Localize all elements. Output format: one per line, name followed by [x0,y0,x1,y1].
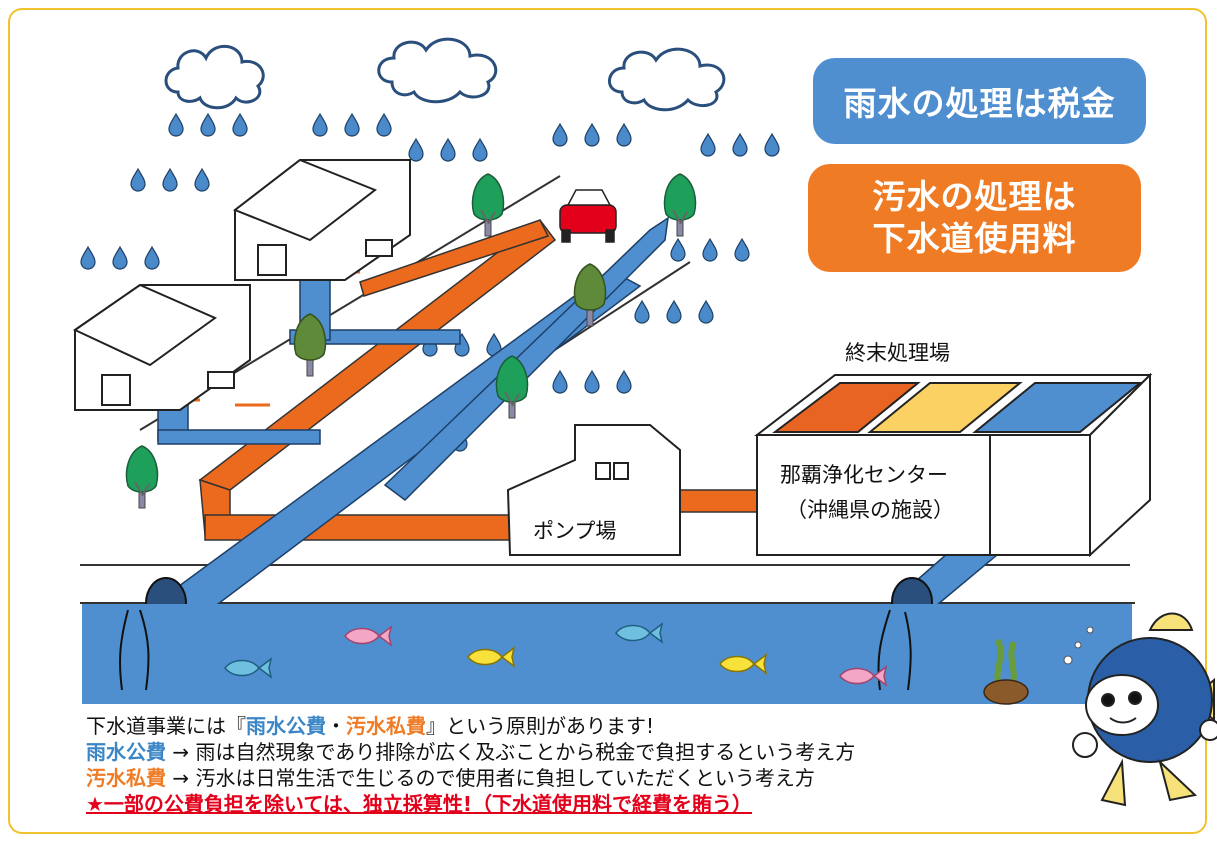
tree-icon [663,173,697,237]
sewage-fee-line1: 汚水の処理は [872,177,1077,216]
cloud-icon [608,47,726,112]
center-name-label: 那覇浄化センター [780,463,948,487]
rain-tax-badge: 雨水の処理は税金 [813,58,1146,144]
rain-public-term: 雨水公費 [86,740,166,764]
cloud-icon [164,44,265,110]
tree-icon [125,445,159,509]
separator-dot: ・ [326,714,346,738]
rain-tax-text: 雨水の処理は税金 [843,84,1116,123]
sewage-explanation-line: 汚水私費 → 汚水は日常生活で生じるので使用者に負担していただくという考え方 [86,765,855,791]
pump-station-label: ポンプ場 [533,519,617,543]
principle-prefix: 下水道事業には『 [86,714,246,738]
tree-icon [293,313,327,377]
house [232,158,411,281]
seaweed-icon [983,638,1029,705]
car-icon [559,189,617,243]
center-owner-label: （沖縄県の施設） [786,498,954,522]
sewage-private-term: 汚水私費 [346,714,426,738]
principle-suffix: 』という原則があります! [426,714,655,738]
rain-explanation-line: 雨水公費 → 雨は自然現象であり排除が広く及ぶことから税金で負担するという考え方 [86,739,855,765]
rain-explanation-text: → 雨は自然現象であり排除が広く及ぶことから税金で負担するという考え方 [166,740,856,764]
pump-station [506,424,681,556]
principle-explanation: 下水道事業には『雨水公費・汚水私費』という原則があります! 雨水公費 → 雨は自… [86,713,855,817]
self-financing-note: ★一部の公費負担を除いては、独立採算性!（下水道使用料で経費を賄う） [86,791,855,817]
river [82,604,1132,704]
treatment-plant [754,372,1153,558]
tree-icon [495,355,529,419]
bubbles [1063,626,1094,665]
principle-line: 下水道事業には『雨水公費・汚水私費』という原則があります! [86,713,855,739]
sewage-fee-line2: 下水道使用料 [872,219,1077,258]
mascot-character [1072,612,1217,807]
treatment-plant-label: 終末処理場 [845,341,950,365]
cloud-icon [377,37,498,104]
sewage-private-term: 汚水私費 [86,766,166,790]
rain-public-term: 雨水公費 [246,714,326,738]
outer-frame [8,8,1207,834]
house [72,283,251,411]
sewage-fee-badge: 汚水の処理は 下水道使用料 [808,164,1141,272]
sewage-explanation-text: → 汚水は日常生活で生じるので使用者に負担していただくという考え方 [166,766,815,790]
self-financing-text: ★一部の公費負担を除いては、独立採算性!（下水道使用料で経費を賄う） [86,792,753,816]
